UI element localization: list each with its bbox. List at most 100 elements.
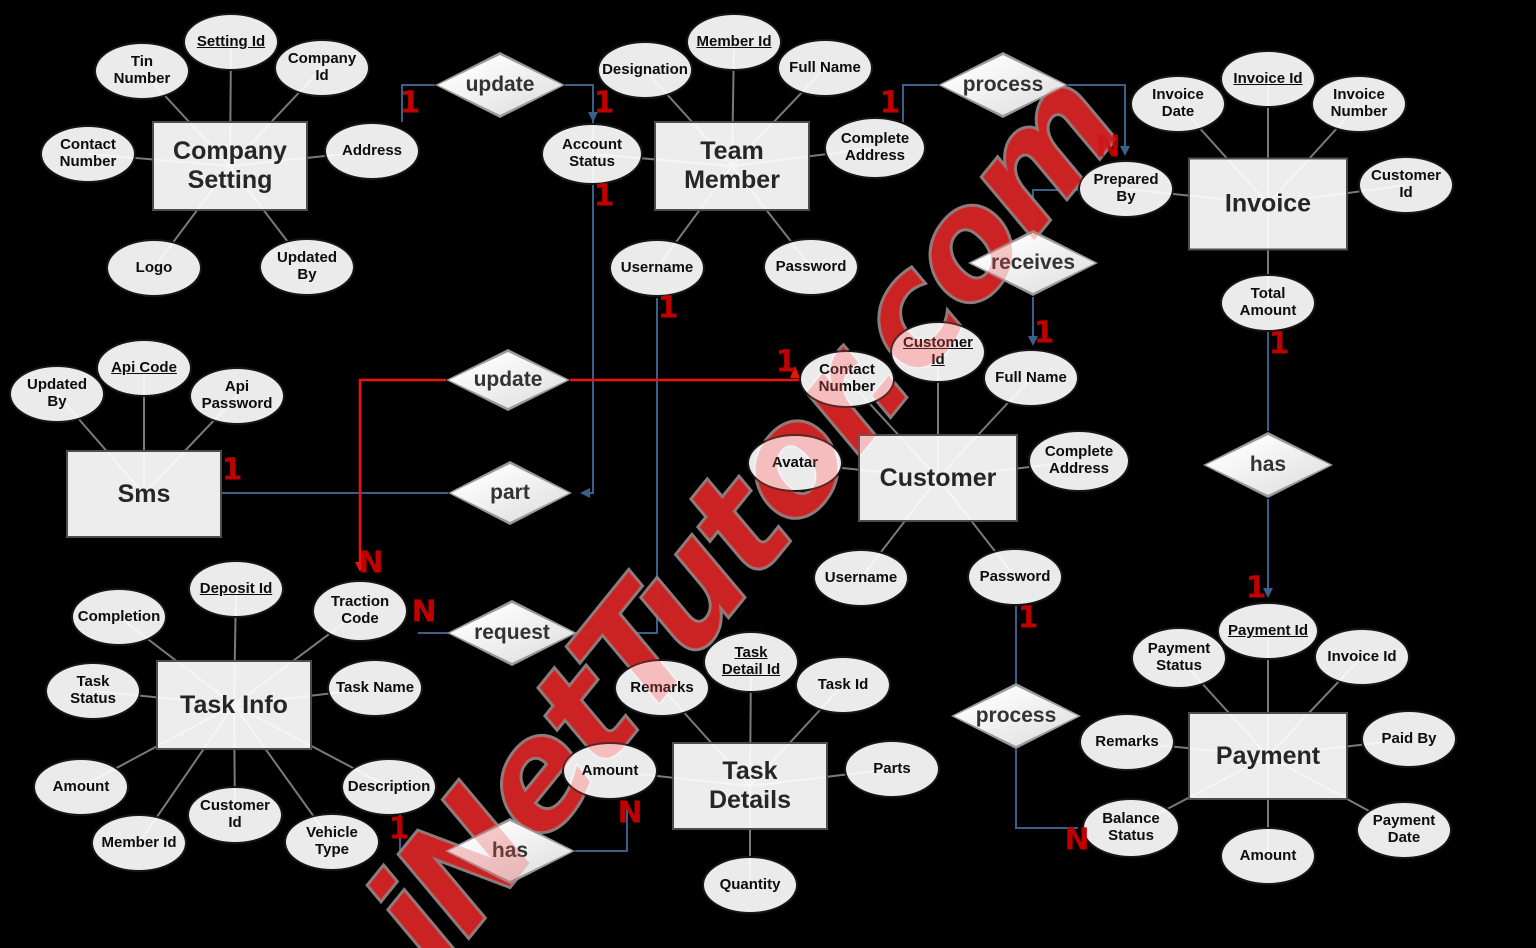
attribute-setting-id: Setting Id — [183, 13, 279, 71]
attribute-designation: Designation — [597, 41, 693, 99]
attribute-tin-number: Tin Number — [94, 42, 190, 100]
attribute-deposit-id: Deposit Id — [188, 560, 284, 618]
relationship-label: has — [1249, 453, 1287, 476]
attribute-amount: Amount — [33, 758, 129, 816]
cardinality-request-task-info: N — [411, 594, 437, 630]
entity-company-setting: Company Setting — [152, 121, 308, 211]
attribute-quantity: Quantity — [702, 856, 798, 914]
relationship-label: update — [473, 368, 543, 391]
cardinality-update-customer: 1 — [775, 344, 797, 380]
entity-payment: Payment — [1188, 712, 1348, 800]
relationship-part-sms-team-member: part — [448, 461, 572, 525]
attribute-password: Password — [967, 548, 1063, 606]
relationship-update-company-setting-team-member: update — [435, 52, 565, 118]
attribute-remarks: Remarks — [1079, 713, 1175, 771]
attribute-invoice-id: Invoice Id — [1314, 628, 1410, 686]
cardinality-has-payment: 1 — [1245, 570, 1267, 606]
attribute-paid-by: Paid By — [1361, 710, 1457, 768]
attribute-customer-id: Customer Id — [187, 786, 283, 844]
cardinality-receives-customer: 1 — [1033, 315, 1055, 351]
relationship-receives-invoice-customer: receives — [968, 230, 1098, 296]
attribute-username: Username — [813, 549, 909, 607]
entity-team-member: Team Member — [654, 121, 810, 211]
attribute-task-id: Task Id — [795, 656, 891, 714]
attribute-company-id: Company Id — [274, 39, 370, 97]
attribute-customer-id: Customer Id — [1358, 156, 1454, 214]
entity-customer: Customer — [858, 434, 1018, 522]
relationship-has-task-info-task-details: has — [445, 818, 575, 884]
attribute-complete-address: Complete Address — [1028, 430, 1130, 492]
attribute-amount: Amount — [562, 742, 658, 800]
relationship-has-invoice-payment: has — [1203, 432, 1333, 498]
attribute-account-status: Account Status — [541, 123, 643, 185]
cardinality-part-sms: 1 — [221, 452, 243, 488]
attribute-member-id: Member Id — [686, 13, 782, 71]
attribute-payment-status: Payment Status — [1131, 627, 1227, 689]
entity-invoice: Invoice — [1188, 157, 1348, 251]
cardinality-update-task-info: N — [358, 545, 384, 581]
attribute-task-status: Task Status — [45, 662, 141, 720]
attribute-api-code: Api Code — [96, 339, 192, 397]
cardinality-process-invoice: N — [1095, 129, 1121, 165]
relationship-label: process — [962, 73, 1044, 96]
attribute-member-id: Member Id — [91, 814, 187, 872]
cardinality-process-team-member: 1 — [879, 85, 901, 121]
attribute-balance-status: Balance Status — [1082, 798, 1180, 858]
attribute-full-name: Full Name — [777, 39, 873, 97]
cardinality-process-customer: 1 — [1017, 600, 1039, 636]
attribute-traction-code: Traction Code — [312, 580, 408, 642]
attribute-contact-number: Contact Number — [40, 125, 136, 183]
update-arrowheads — [355, 366, 800, 572]
cardinality-has-invoice: 1 — [1268, 326, 1290, 362]
relationship-arrowheads — [431, 112, 1273, 856]
attribute-payment-id: Payment Id — [1217, 602, 1319, 660]
attribute-invoice-number: Invoice Number — [1311, 75, 1407, 133]
relationship-update-customer-task-info: update — [446, 349, 570, 411]
attribute-task-detail-id: Task Detail Id — [703, 631, 799, 693]
relationship-label: process — [975, 704, 1057, 727]
relationship-label: update — [465, 73, 535, 96]
entity-sms: Sms — [66, 450, 222, 538]
attribute-payment-date: Payment Date — [1356, 801, 1452, 859]
attribute-amount: Amount — [1220, 827, 1316, 885]
entity-task-details: Task Details — [672, 742, 828, 830]
attribute-complete-address: Complete Address — [824, 117, 926, 179]
attribute-task-name: Task Name — [327, 659, 423, 717]
attribute-customer-id: Customer Id — [890, 321, 986, 383]
update-relationship-lines — [358, 378, 799, 568]
attribute-prepared-by: Prepared By — [1078, 160, 1174, 218]
attribute-total-amount: Total Amount — [1220, 274, 1316, 332]
attribute-avatar: Avatar — [747, 434, 843, 492]
relationship-request-team-member-task-info: request — [447, 600, 577, 666]
cardinality-process-payment: N — [1064, 822, 1090, 858]
attribute-updated-by: Updated By — [259, 238, 355, 296]
cardinality-request-team-member: 1 — [657, 290, 679, 326]
cardinality-update-company-setting: 1 — [399, 85, 421, 121]
cardinality-has-task-info: 1 — [388, 811, 410, 847]
attribute-password: Password — [763, 238, 859, 296]
attribute-remarks: Remarks — [614, 659, 710, 717]
attribute-completion: Completion — [71, 588, 167, 646]
attribute-invoice-id: Invoice Id — [1220, 50, 1316, 108]
attribute-username: Username — [609, 239, 705, 297]
cardinality-part-team-member: 1 — [593, 178, 615, 214]
relationship-label: has — [491, 839, 529, 862]
entity-task-info: Task Info — [156, 660, 312, 750]
attribute-contact-number: Contact Number — [799, 350, 895, 408]
attribute-api-password: Api Password — [189, 367, 285, 425]
attribute-invoice-date: Invoice Date — [1130, 75, 1226, 133]
relationship-process-customer-payment: process — [951, 683, 1081, 749]
relationship-process-team-member-invoice: process — [938, 52, 1068, 118]
cardinality-update-team-member: 1 — [593, 85, 615, 121]
relationship-label: receives — [990, 251, 1076, 274]
attribute-updated-by: Updated By — [9, 365, 105, 423]
attribute-address: Address — [324, 122, 420, 180]
relationship-label: part — [490, 481, 530, 504]
relationship-lines — [222, 84, 1269, 852]
cardinality-has-task-details: N — [617, 795, 643, 831]
relationship-label: request — [474, 621, 550, 644]
attribute-parts: Parts — [844, 740, 940, 798]
attribute-description: Description — [341, 758, 437, 816]
attribute-vehicle-type: Vehicle Type — [284, 813, 380, 871]
